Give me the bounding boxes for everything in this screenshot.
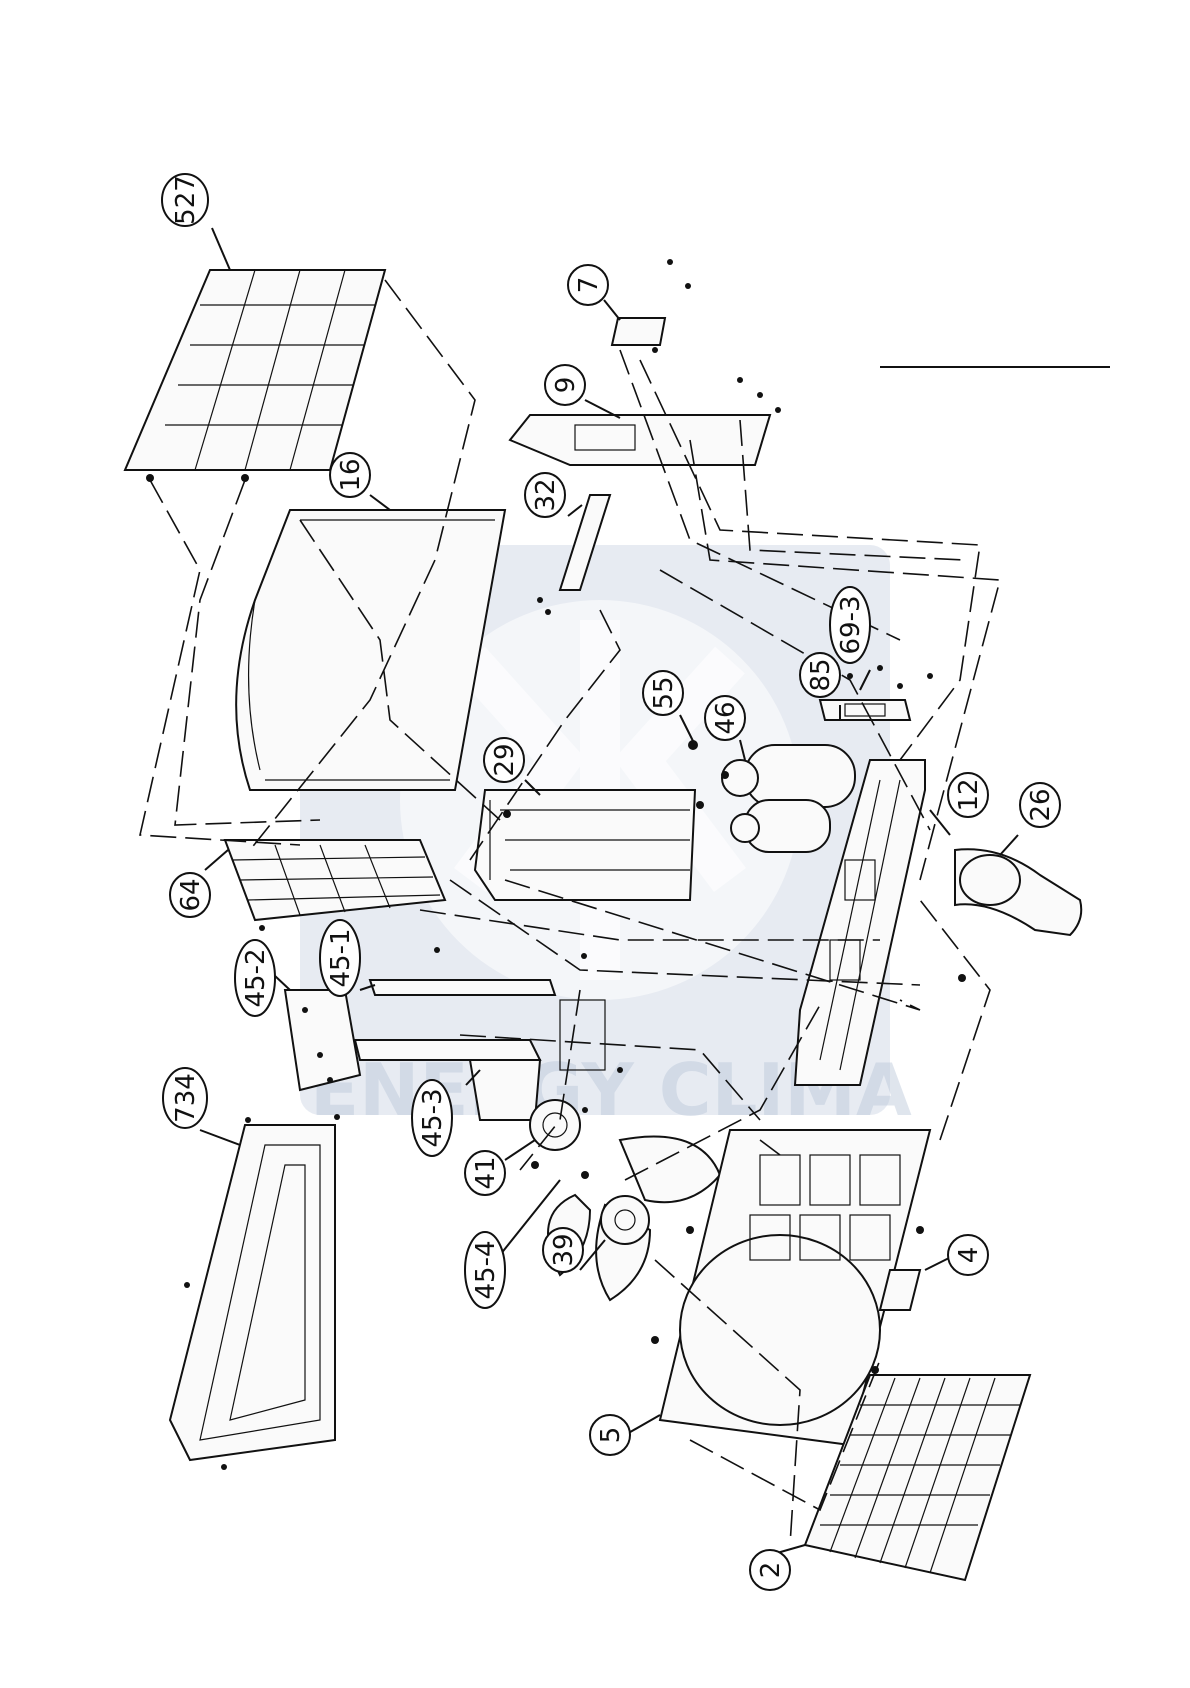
callout-label: 45-2	[241, 948, 271, 1007]
callout-2: 2	[750, 1550, 790, 1590]
callout-label: 2	[756, 1562, 786, 1579]
callout-label: 64	[176, 878, 206, 911]
callout-label: 69-3	[836, 595, 866, 654]
part-527-top-panel	[125, 270, 385, 482]
callout-label: 12	[954, 778, 984, 811]
callout-46: 46	[705, 696, 745, 740]
callout-41: 41	[465, 1151, 505, 1195]
callout-label: 734	[171, 1073, 201, 1123]
part-734-top-cover	[170, 1114, 340, 1470]
part-26-insulation	[955, 849, 1081, 935]
callout-label: 5	[596, 1427, 626, 1444]
callout-64: 64	[170, 873, 210, 917]
callout-label: 29	[490, 743, 520, 776]
callout-39: 39	[543, 1228, 583, 1272]
callout-4: 4	[948, 1235, 988, 1275]
callout-26: 26	[1020, 783, 1060, 827]
callout-label: 527	[171, 175, 201, 225]
callout-label: 9	[551, 377, 581, 394]
callout-label: 46	[711, 701, 741, 734]
callout-label: 32	[531, 478, 561, 511]
callout-734: 734	[163, 1068, 207, 1128]
callout-527: 527	[162, 174, 208, 226]
callout-5: 5	[590, 1415, 630, 1455]
callout-label: 41	[471, 1156, 501, 1189]
part-7-bracket	[612, 259, 691, 353]
callout-29: 29	[484, 738, 524, 782]
callout-55: 55	[643, 671, 683, 715]
callout-45-2: 45-2	[235, 940, 275, 1016]
callout-45-1: 45-1	[320, 920, 360, 996]
callout-32: 32	[525, 473, 565, 517]
callout-label: 39	[549, 1233, 579, 1266]
callout-label: 45-4	[471, 1240, 501, 1299]
callout-45-4: 45-4	[465, 1232, 505, 1308]
callout-45-3: 45-3	[412, 1080, 452, 1156]
callout-9: 9	[545, 365, 585, 405]
callout-label: 45-3	[418, 1088, 448, 1147]
callout-12: 12	[948, 773, 988, 817]
callout-label: 7	[574, 277, 604, 294]
callout-label: 85	[806, 658, 836, 691]
part-29-partition-plate	[475, 790, 695, 900]
callout-16: 16	[330, 453, 370, 497]
callout-label: 26	[1026, 788, 1056, 821]
callout-label: 4	[954, 1247, 984, 1264]
callout-7: 7	[568, 265, 608, 305]
callout-label: 55	[649, 676, 679, 709]
callout-label: 45-1	[326, 928, 356, 987]
callout-label: 16	[336, 458, 366, 491]
callout-69-3: 69-3	[830, 587, 870, 663]
callout-85: 85	[800, 653, 840, 697]
